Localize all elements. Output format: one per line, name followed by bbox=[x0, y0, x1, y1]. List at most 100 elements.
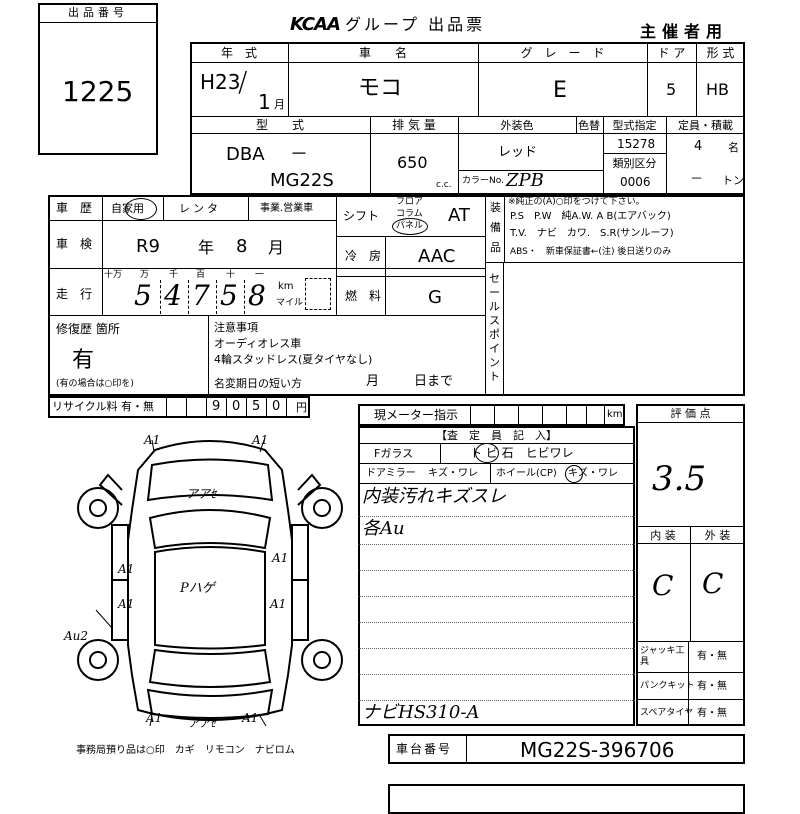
mileage-mile-box bbox=[305, 278, 331, 310]
recycle-digit-4: 0 bbox=[272, 399, 281, 414]
history-private-circle bbox=[125, 198, 157, 220]
type-spec-label: 型式指定 bbox=[612, 119, 657, 132]
equipment-label-1: 装 bbox=[490, 201, 501, 214]
wheel-label: ホイール(CP) bbox=[496, 468, 557, 479]
damage-mark-left-rear-door: A1 bbox=[118, 597, 135, 611]
spare-tire-label: スペアタイヤ bbox=[640, 708, 694, 718]
color-change-label: 色替 bbox=[578, 119, 600, 132]
year-month-unit: 月 bbox=[274, 98, 285, 111]
inspection-era: R9 bbox=[136, 236, 160, 257]
ac-label: 冷 房 bbox=[345, 249, 382, 263]
damage-mark-rear-left: A1 bbox=[146, 711, 163, 725]
mirror-options: キズ・ワレ bbox=[428, 468, 478, 479]
damage-mark-left-front-door: A1 bbox=[118, 562, 135, 576]
shift-label: シフト bbox=[343, 209, 380, 223]
lot-number: 1225 bbox=[62, 75, 134, 108]
ac-value: AAC bbox=[418, 246, 456, 267]
model-prefix: DBA bbox=[226, 144, 265, 165]
color-value: レッド bbox=[498, 145, 538, 160]
office-items-label: 事務局預り品は○印 カギ リモコン ナビロム bbox=[76, 745, 295, 756]
bottom-partial-row bbox=[388, 784, 745, 814]
shift-floor: フロア bbox=[396, 197, 424, 207]
chip-circle bbox=[475, 443, 499, 463]
damage-mark-right-rear-door: A1 bbox=[270, 597, 287, 611]
mileage-unit-100: 百 bbox=[196, 270, 206, 280]
year-month: 1 bbox=[258, 90, 271, 114]
mileage-digit-100: 7 bbox=[192, 279, 210, 312]
examiner-label: 【査 定 員 記 入】 bbox=[436, 429, 557, 442]
name-label: 車 名 bbox=[358, 46, 407, 60]
recycle-digit-2: 0 bbox=[232, 399, 241, 414]
details-block bbox=[48, 195, 745, 396]
examiner-comment-1: 内装汚れキズスレ bbox=[362, 486, 506, 507]
inspection-label: 車 検 bbox=[56, 237, 93, 251]
examiner-comment-2: 各Au bbox=[362, 518, 405, 539]
examiner-box bbox=[358, 426, 635, 726]
mileage-mile: マイル bbox=[276, 298, 304, 308]
puncture-kit-label: パンクキット bbox=[640, 681, 695, 691]
jack-tools-label: ジャッキ工具 bbox=[640, 646, 685, 667]
recycle-row bbox=[48, 396, 310, 418]
mileage-label: 走 行 bbox=[56, 287, 93, 301]
class-code: 0006 bbox=[620, 175, 651, 189]
jack-tools-value: 有・無 bbox=[697, 651, 727, 662]
wheel-rear-right bbox=[301, 639, 343, 681]
shift-value: AT bbox=[448, 205, 470, 226]
vehicle-doors: 5 bbox=[666, 80, 677, 99]
ext-color-label: 外装色 bbox=[500, 119, 534, 132]
displacement-value: 650 bbox=[397, 153, 428, 172]
exterior-grade: C bbox=[702, 567, 724, 600]
mileage-km: km bbox=[278, 281, 294, 292]
vehicle-name: モコ bbox=[358, 76, 403, 101]
capacity-label: 定員・積載 bbox=[678, 119, 733, 132]
name-change-month: 月 bbox=[366, 374, 380, 389]
mileage-digit-1k: 4 bbox=[164, 279, 182, 312]
mileage-unit-10k: 万 bbox=[140, 270, 150, 280]
car-diagram bbox=[77, 439, 343, 727]
grade-label: グ レ ー ド bbox=[520, 46, 605, 60]
mileage-digit-10k: 5 bbox=[134, 279, 152, 312]
vehicle-body: HB bbox=[706, 80, 730, 99]
damage-mark-right-front-door: A1 bbox=[272, 551, 289, 565]
capacity-value: 4 bbox=[694, 139, 703, 154]
recycle-label: リサイクル料 有・無 bbox=[52, 400, 154, 413]
damage-mark-front-left: A1 bbox=[144, 433, 161, 447]
interior-grade: C bbox=[652, 569, 674, 602]
model-label: 型 式 bbox=[255, 118, 304, 132]
meter-label: 現メーター指示 bbox=[374, 408, 459, 422]
notes-line1: オーディオレス車 bbox=[214, 337, 302, 350]
lot-number-label: 出品番号 bbox=[68, 6, 128, 19]
wheel-front-right bbox=[301, 487, 343, 529]
glass-label: Fガラス bbox=[374, 447, 414, 460]
copy-type: 主催者用 bbox=[640, 22, 729, 41]
wheel-rear-left bbox=[77, 639, 119, 681]
doors-label: ド ア bbox=[657, 46, 686, 60]
vehicle-grade: E bbox=[553, 78, 567, 103]
equipment-line1: P.S P.W 純A.W. A B(エアバック) bbox=[510, 211, 671, 222]
mileage-unit-1k: 千 bbox=[169, 270, 179, 280]
form-title: グループ 出品票 bbox=[345, 15, 486, 34]
notes-line2: 4輪スタッドレス(夏タイヤなし) bbox=[214, 353, 373, 366]
damage-mark-left-quarter: Au2 bbox=[64, 629, 89, 643]
inspection-month-unit: 月 bbox=[268, 238, 285, 257]
year-label: 年 式 bbox=[220, 46, 257, 60]
repair-value: 有 bbox=[72, 348, 95, 373]
mileage-digit-1: 8 bbox=[248, 279, 266, 312]
score-label: 評 価 点 bbox=[670, 407, 711, 420]
inspection-month: 8 bbox=[236, 236, 248, 257]
name-change-label: 名変期日の短い方 bbox=[214, 377, 302, 390]
load-value: － bbox=[690, 172, 704, 187]
spare-tire-value: 有・無 bbox=[697, 708, 727, 719]
wheel-front-left bbox=[77, 487, 119, 529]
puncture-kit-value: 有・無 bbox=[697, 681, 727, 692]
damage-mark-rear-right: A1 bbox=[242, 711, 259, 725]
history-rental: レンタ bbox=[179, 202, 221, 215]
recycle-unit: 円 bbox=[296, 401, 307, 414]
displacement-label: 排 気 量 bbox=[392, 118, 436, 132]
color-number: ZPB bbox=[506, 170, 544, 191]
repair-label: 修復歴 箇所 bbox=[56, 322, 120, 336]
displacement-unit: c.c. bbox=[436, 180, 452, 190]
type-spec-value: 15278 bbox=[617, 137, 656, 151]
recycle-digit-1: 9 bbox=[212, 399, 221, 414]
capacity-unit: 名 bbox=[728, 141, 739, 154]
